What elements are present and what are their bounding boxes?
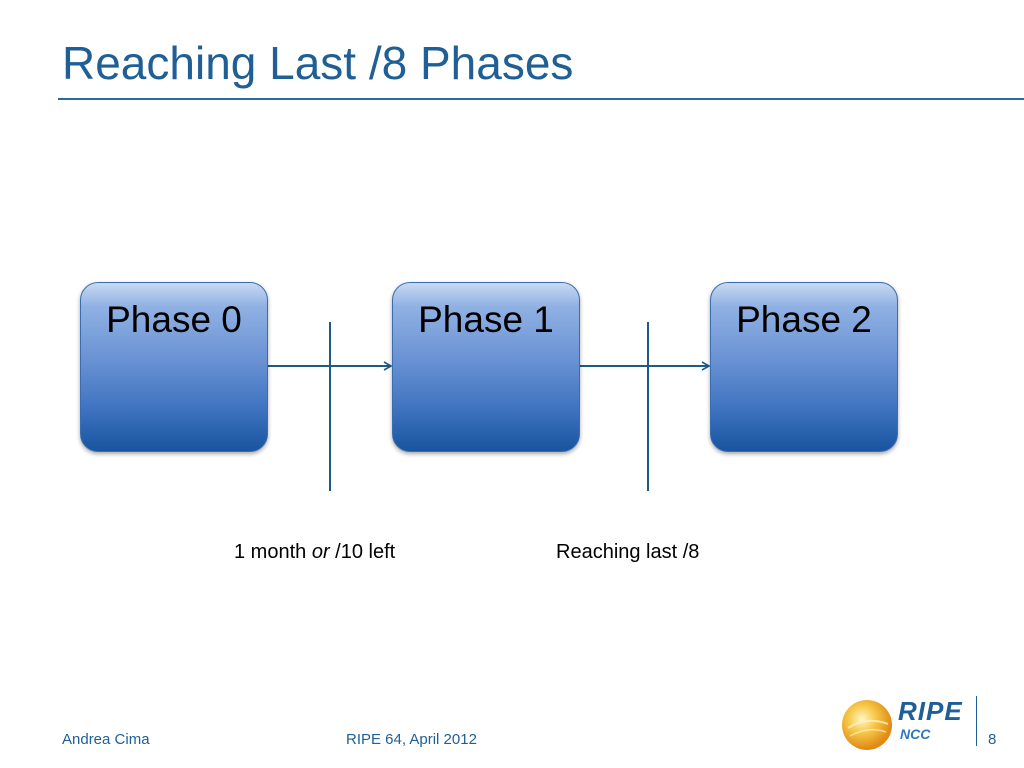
sun-logo-icon bbox=[842, 700, 892, 750]
phase-label: Phase 1 bbox=[418, 299, 554, 340]
milestone-label-1: 1 month or /10 left bbox=[234, 540, 395, 564]
milestone-emphasis: or bbox=[311, 541, 330, 563]
title-divider bbox=[58, 98, 1024, 100]
phase-box-1: Phase 1 bbox=[392, 282, 580, 452]
phase-box-0: Phase 0 bbox=[80, 282, 268, 452]
slide-title: Reaching Last /8 Phases bbox=[62, 37, 574, 89]
logo-subtext: NCC bbox=[900, 726, 931, 742]
logo-divider bbox=[976, 696, 977, 746]
phase-label: Phase 0 bbox=[106, 299, 242, 340]
milestone-label-2: Reaching last /8 bbox=[556, 541, 700, 563]
footer-event: RIPE 64, April 2012 bbox=[346, 731, 477, 748]
page-number: 8 bbox=[988, 731, 997, 748]
footer-author: Andrea Cima bbox=[62, 731, 150, 748]
logo-wordmark: RIPE bbox=[898, 696, 963, 726]
phase-box-2: Phase 2 bbox=[710, 282, 898, 452]
milestone-text: /10 left bbox=[329, 541, 396, 563]
milestone-text: 1 month bbox=[234, 541, 312, 563]
phase-label: Phase 2 bbox=[736, 299, 872, 340]
ripe-ncc-logo: RIPE NCC bbox=[838, 694, 978, 754]
